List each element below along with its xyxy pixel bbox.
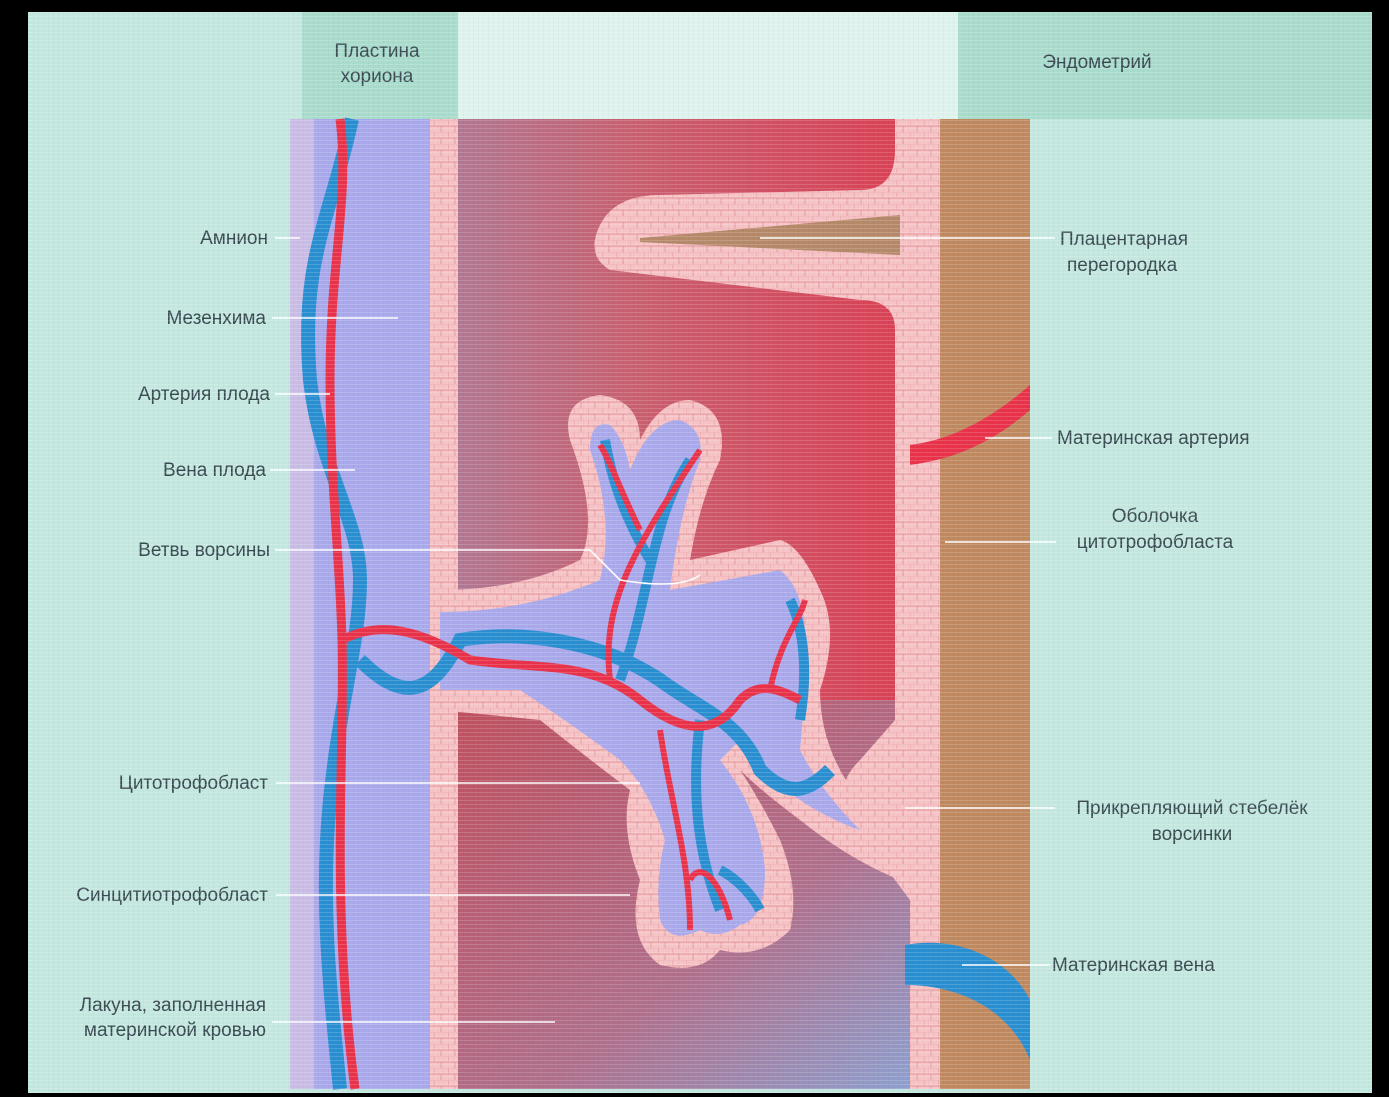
cytotrophoblast-shell-label-line1: Оболочка: [1112, 506, 1199, 527]
lacuna-label-line2: материнской кровью: [84, 1020, 266, 1041]
anchoring-villus-label-line2: ворсинки: [1152, 824, 1233, 845]
endometrium-label: Эндометрий: [1042, 52, 1151, 73]
placental-septum-label-line1: Плацентарная: [1060, 229, 1188, 250]
endometrium-layer: [940, 119, 1030, 1089]
amnion-label: Амнион: [200, 228, 268, 249]
lacuna-label-line1: Лакуна, заполненная: [80, 995, 266, 1016]
anchoring-villus-label-line1: Прикрепляющий стебелёк: [1076, 798, 1308, 819]
upper-band: [458, 12, 958, 119]
cytotrophoblast-label: Цитотрофобласт: [119, 773, 269, 794]
endometrium-header-tile: [958, 12, 1372, 119]
villus-branch-label: Ветвь ворсины: [138, 540, 270, 561]
maternal-artery-label: Материнская артерия: [1057, 428, 1250, 449]
maternal-vein-label: Материнская вена: [1052, 955, 1215, 976]
syncytiotrophoblast-label: Синцитиотрофобласт: [76, 885, 268, 906]
chorion-plate-label-line2: хориона: [341, 66, 414, 87]
chorion-plate-label-line1: Пластина: [334, 41, 420, 62]
fetal-vein-label: Вена плода: [163, 460, 266, 481]
placental-septum-label-line2: перегородка: [1067, 255, 1178, 276]
fetal-artery-label: Артерия плода: [138, 384, 270, 405]
cytotrophoblast-shell-label-line2: цитотрофобласта: [1077, 532, 1234, 553]
mesenchyme-label: Мезенхима: [167, 308, 267, 329]
